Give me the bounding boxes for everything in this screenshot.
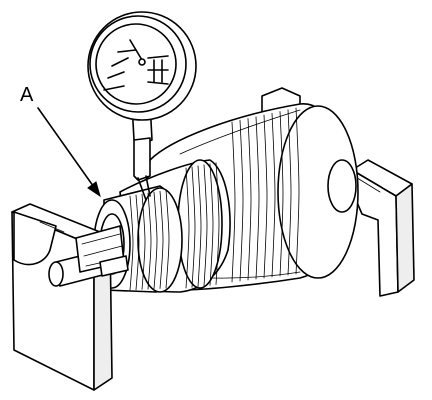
hatch-line [209, 163, 214, 286]
dial-needle [129, 39, 143, 61]
hatch-line [231, 121, 236, 283]
hatch-line [197, 165, 202, 287]
hatch-line [263, 114, 268, 279]
hatch-line [147, 192, 152, 290]
callout-a-label: A [20, 84, 34, 106]
hatch-line [255, 116, 260, 280]
hatch-line [215, 162, 220, 285]
hatch-line [135, 194, 140, 291]
v-block-right [351, 159, 415, 297]
hatch-line [203, 164, 208, 287]
hatch-line [287, 109, 292, 276]
hatch-line [129, 195, 134, 291]
hatch-line [153, 191, 158, 290]
hatch-line [247, 118, 252, 281]
callout-a: A [20, 84, 101, 198]
dial-indicator [87, 11, 197, 201]
dial-face-markings [103, 49, 169, 91]
hatch-line [279, 111, 284, 277]
hatch-line [159, 190, 164, 289]
hatch-line [191, 166, 196, 288]
hatch-line [141, 193, 146, 290]
hatch-line [239, 119, 244, 282]
hatch-line [271, 112, 276, 278]
hatch-line [185, 167, 190, 289]
callout-a-leader [37, 107, 97, 191]
hatch-line [295, 107, 300, 275]
hatch-line [165, 189, 170, 289]
shaft [48, 225, 129, 287]
